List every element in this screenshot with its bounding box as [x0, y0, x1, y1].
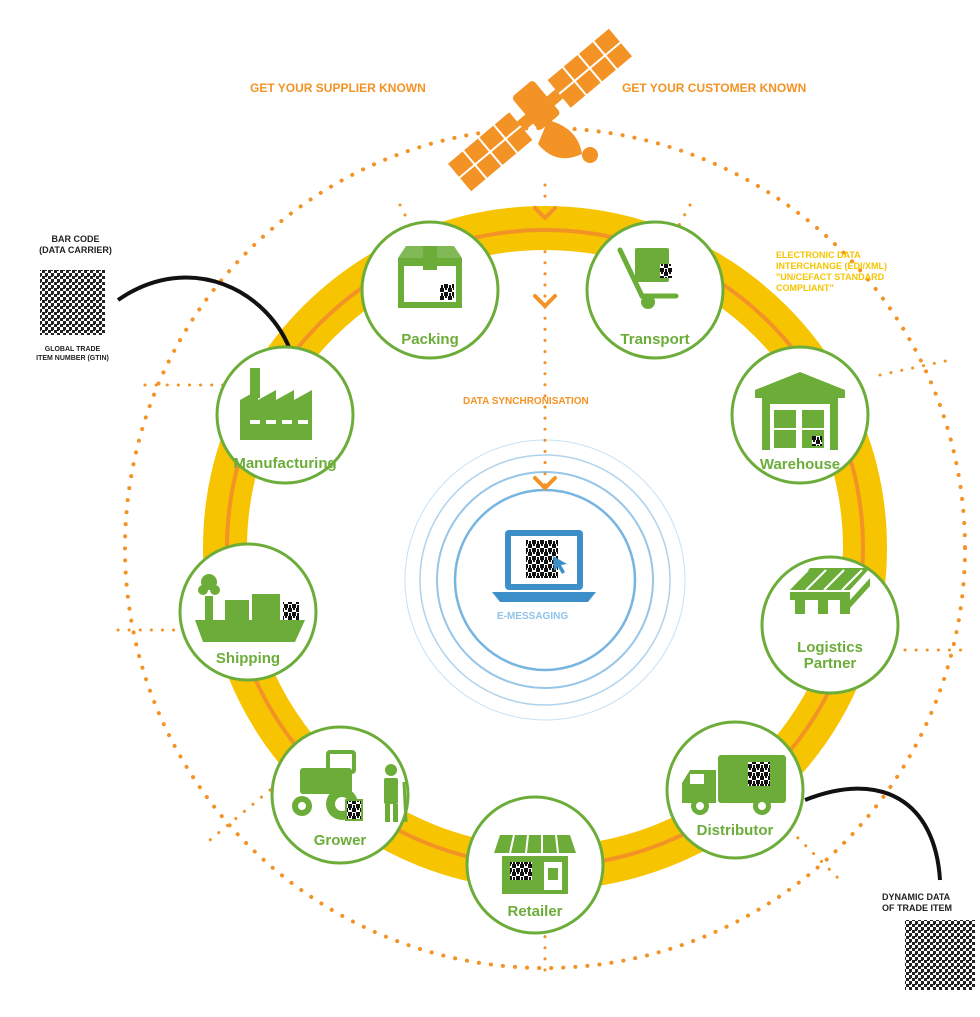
barcode-title-line-2: (DATA CARRIER)	[39, 245, 112, 255]
truck-icon	[682, 755, 786, 815]
satellite-icon	[447, 28, 633, 192]
edi-line-2: INTERCHANGE (EDI/XML)	[776, 261, 887, 271]
center-rings	[404, 439, 686, 721]
dynamic-data-connector	[804, 786, 942, 881]
gtin-caption-line-2: ITEM NUMBER (GTIN)	[36, 355, 109, 362]
sync-chevrons	[533, 206, 557, 490]
ship-icon	[195, 574, 305, 642]
edi-line-4: COMPLIANT"	[776, 283, 834, 293]
satellite-dish-icon	[538, 120, 582, 159]
outer-dotted-ring	[123, 126, 967, 970]
grower-label: Grower	[313, 832, 367, 849]
gtin-barcode	[40, 270, 105, 335]
barcode-title-line-1: BAR CODE	[51, 234, 100, 244]
warehouse-label: Warehouse	[759, 456, 841, 473]
barcode-connector	[116, 275, 294, 356]
satellite-antenna-icon	[582, 147, 598, 163]
retailer-label: Retailer	[507, 903, 563, 920]
edi-line-3: "UN/CEFACT STANDARD	[776, 272, 885, 282]
data-sync-label: DATA SYNCHRONISATION	[463, 396, 589, 407]
shop-icon	[494, 834, 576, 894]
supplier-known-label: GET YOUR SUPPLIER KNOWN	[250, 81, 426, 95]
laptop-icon	[492, 530, 596, 602]
logistics-label: Logistics Partner	[780, 640, 880, 672]
logistics-label-line-1: Logistics	[797, 639, 863, 656]
box-icon	[398, 246, 462, 308]
dynamic-data-line-2: OF TRADE ITEM	[882, 903, 952, 913]
dynamic-data-line-1: DYNAMIC DATA	[882, 892, 951, 902]
shipping-label: Shipping	[215, 650, 281, 667]
pallet-icon	[787, 568, 870, 614]
hand-truck-icon	[617, 247, 679, 309]
edi-line-1: ELECTRONIC DATA	[776, 250, 861, 260]
transport-label: Transport	[620, 331, 690, 348]
logistics-label-line-2: Partner	[803, 655, 857, 672]
gtin-caption-line-1: GLOBAL TRADE	[44, 346, 101, 353]
dynamic-data-barcode	[905, 920, 975, 990]
customer-known-label: GET YOUR CUSTOMER KNOWN	[622, 81, 807, 95]
factory-icon	[240, 368, 312, 440]
packing-label: Packing	[401, 331, 459, 348]
distributor-label: Distributor	[696, 822, 774, 839]
manufacturing-label: Manufacturing	[233, 455, 337, 472]
emessaging-label: E-MESSAGING	[497, 611, 569, 622]
dynamic-data-label: DYNAMIC DATA OF TRADE ITEM	[882, 892, 952, 914]
edi-label: ELECTRONIC DATA INTERCHANGE (EDI/XML) "U…	[776, 250, 887, 294]
gtin-caption: GLOBAL TRADE ITEM NUMBER (GTIN)	[20, 345, 125, 363]
tractor-icon	[292, 750, 408, 823]
barcode-title: BAR CODE (DATA CARRIER)	[38, 234, 113, 256]
warehouse-icon	[755, 372, 845, 450]
